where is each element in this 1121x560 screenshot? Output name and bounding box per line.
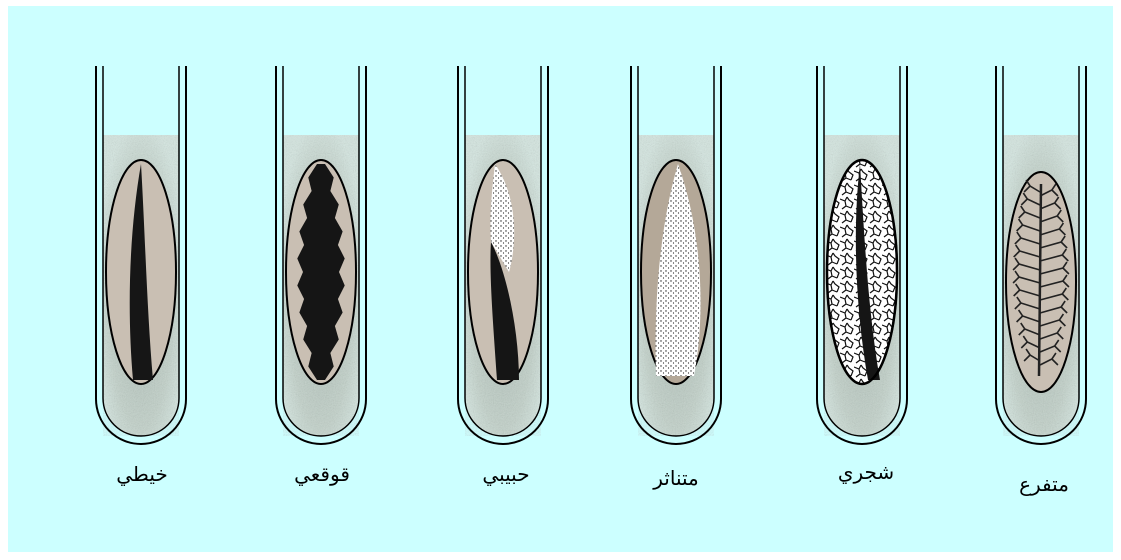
tube-label-diffuse: متناثر — [616, 466, 736, 490]
test-tube — [631, 66, 721, 444]
filament-icon — [106, 160, 176, 384]
beaded-icon — [286, 160, 356, 384]
tube-label-branched: متفرع — [984, 472, 1104, 496]
arborescent-icon — [827, 160, 897, 384]
test-tube — [458, 66, 548, 444]
test-tube — [817, 66, 907, 444]
test-tube — [96, 66, 186, 444]
diffuse-icon — [641, 160, 711, 384]
branched-icon — [1006, 172, 1076, 392]
test-tube — [996, 66, 1086, 444]
tube-label-beaded: قوقعي — [262, 462, 382, 486]
test-tube — [276, 66, 366, 444]
tube-label-filament: خيطي — [82, 462, 202, 486]
tube-label-arborescent: شجري — [806, 460, 926, 484]
tube-label-granular: حبيبي — [446, 462, 566, 486]
granular-icon — [468, 160, 538, 384]
